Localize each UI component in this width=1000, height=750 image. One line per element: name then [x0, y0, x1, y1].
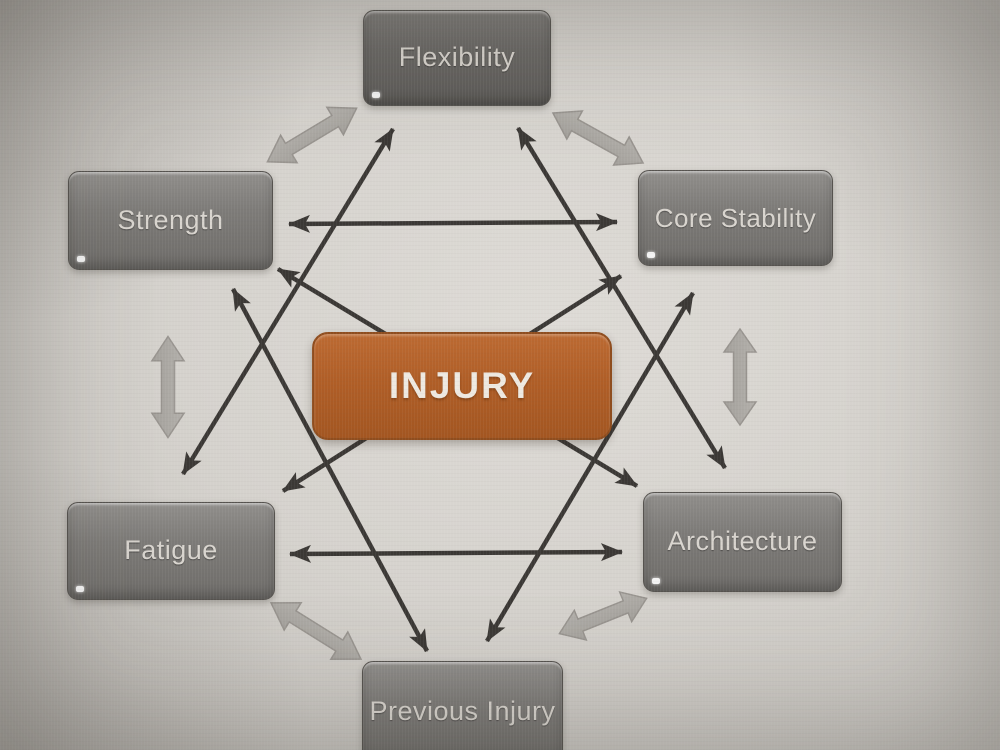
- glare-glint: [652, 578, 660, 584]
- node-fatigue-label: Fatigue: [124, 535, 218, 566]
- glare-glint: [77, 256, 85, 262]
- node-injury-center: INJURY: [312, 332, 612, 440]
- node-strength-label: Strength: [117, 204, 224, 235]
- node-flexibility: Flexibility: [363, 10, 551, 106]
- node-strength: Strength: [68, 171, 273, 270]
- cross-arrow-fatigue-architecture: [289, 543, 623, 563]
- node-core-stability: Core Stability: [638, 170, 833, 266]
- node-injury-label: INJURY: [388, 364, 536, 406]
- node-fatigue: Fatigue: [67, 502, 275, 600]
- double-arrow-fatigue-previous-injury: [261, 588, 371, 674]
- double-arrow-flexibility-strength: [258, 93, 366, 177]
- node-architecture-label: Architecture: [667, 526, 818, 557]
- glare-glint: [647, 252, 655, 258]
- double-arrow-strength-fatigue: [151, 335, 185, 439]
- glare-glint: [372, 92, 380, 98]
- double-arrow-architecture-previous-injury: [552, 582, 654, 650]
- node-flexibility-label: Flexibility: [398, 42, 516, 73]
- node-core-stability-label: Core Stability: [654, 202, 817, 233]
- glare-glint: [76, 586, 84, 592]
- node-architecture: Architecture: [643, 492, 842, 592]
- node-previous-injury-label: Previous Injury: [369, 696, 556, 727]
- node-previous-injury: Previous Injury: [362, 661, 563, 750]
- double-arrow-flexibility-core-stability: [544, 98, 652, 178]
- double-arrow-core-stability-architecture: [723, 328, 757, 426]
